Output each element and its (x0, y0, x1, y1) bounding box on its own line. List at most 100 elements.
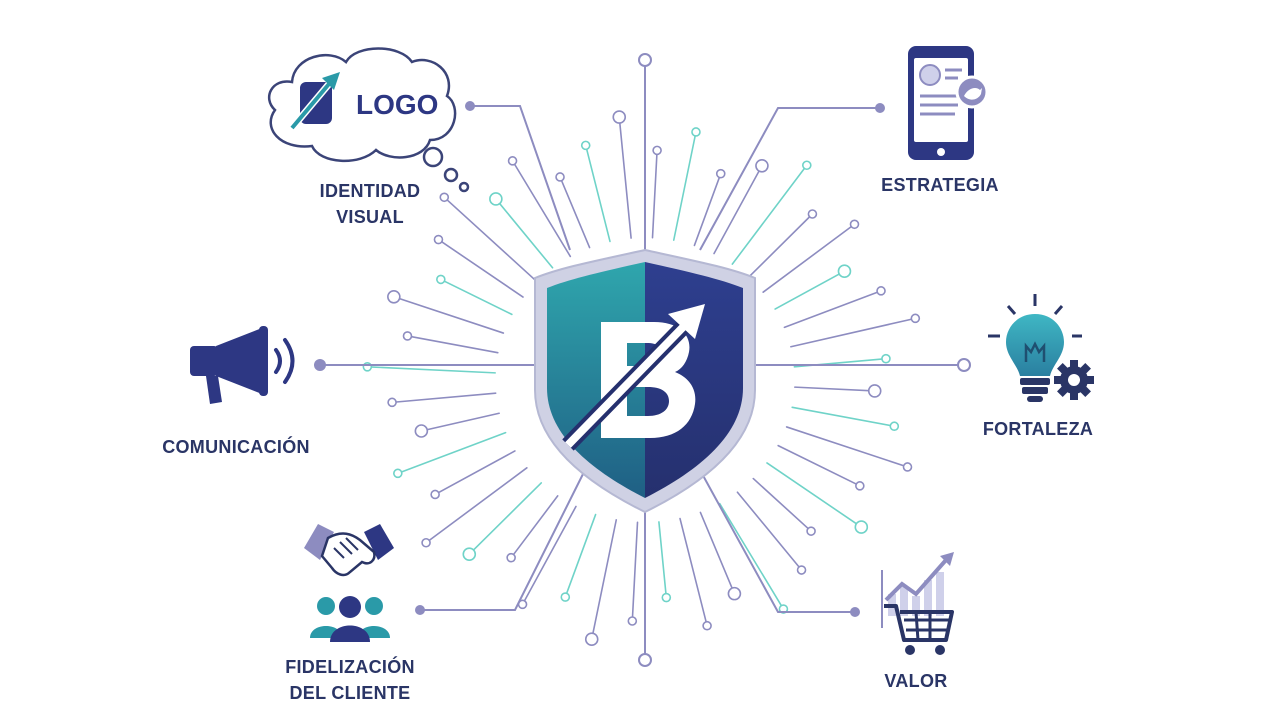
circuit-ray (590, 519, 618, 641)
circuit-ray (391, 392, 497, 404)
circuit-ray (790, 317, 917, 348)
label-fidelizacion: FIDELIZACIÓN DEL CLIENTE (250, 654, 450, 706)
people-group-icon (310, 596, 390, 642)
circuit-ray (747, 213, 814, 278)
circuit-node (421, 537, 431, 548)
circuit-node (755, 158, 769, 173)
circuit-ray (658, 521, 668, 599)
circuit-node (430, 489, 440, 500)
circuit-ray (791, 406, 896, 428)
circuit-node (627, 616, 638, 626)
circuit-ray (559, 176, 591, 249)
circuit-node (910, 313, 921, 324)
logo-text: LOGO (356, 89, 438, 120)
smartphone-profile-icon (908, 46, 989, 160)
circuit-node (876, 286, 886, 296)
b-monogram-icon (562, 304, 705, 451)
circuit-ray (713, 164, 763, 255)
circuit-node (807, 209, 818, 219)
growth-cart-icon (881, 552, 954, 655)
circuit-node (801, 160, 812, 171)
circuit-node (806, 526, 816, 536)
label-fortaleza: FORTALEZA (982, 419, 1094, 439)
circuit-ray (693, 172, 722, 247)
circuit-ray (468, 482, 543, 556)
circuit-ray (510, 495, 559, 559)
circuit-node (580, 140, 591, 151)
circuit-node (881, 353, 891, 364)
megaphone-icon (190, 326, 295, 404)
circuit-ray (434, 450, 516, 496)
circuit-node (702, 620, 712, 631)
circuit-ray (752, 477, 812, 532)
connector-estrategia (699, 107, 880, 251)
circuit-ray (718, 502, 785, 610)
connector-valor (699, 469, 855, 613)
circuit-ray (783, 290, 882, 329)
circuit-node (889, 421, 900, 432)
circuit-ray (699, 511, 736, 595)
thought-bubble-logo-icon: LOGO (268, 47, 470, 193)
circuit-ray (564, 513, 597, 598)
label-identidad-line2: VISUAL (336, 207, 404, 227)
mini-b-logo-icon (289, 72, 340, 131)
circuit-node (849, 219, 860, 230)
circuit-ray (762, 223, 856, 293)
circuit-ray (420, 412, 500, 432)
circuit-node (855, 481, 865, 491)
circuit-ray (631, 521, 639, 622)
circuit-ray (774, 270, 846, 310)
circuit-node (436, 274, 446, 285)
shield-right-half (645, 262, 743, 498)
circuit-node (439, 192, 450, 203)
circuit-ray (425, 467, 528, 544)
circuit-node (507, 156, 518, 166)
circuit-node (612, 110, 627, 124)
circuit-node (902, 462, 913, 472)
circuit-ray (495, 198, 554, 269)
circuit-node (715, 168, 726, 179)
circuit-node (560, 592, 571, 602)
circuit-rays (362, 53, 921, 667)
circuit-ray (437, 238, 524, 298)
circuit-node (867, 384, 882, 398)
circuit-ray (521, 505, 577, 606)
circuit-node (691, 127, 701, 137)
label-identidad-visual: IDENTIDAD VISUAL (270, 178, 470, 230)
circuit-node (393, 468, 403, 479)
circuit-ray (511, 160, 572, 258)
circuit-ray (785, 426, 909, 468)
circuit-node (402, 331, 413, 341)
circuit-node (506, 552, 516, 563)
connector-lines (320, 105, 964, 613)
connector-fidelizacion (420, 469, 586, 611)
circuit-ray (766, 462, 863, 528)
circuit-node (638, 653, 652, 667)
handshake-icon (304, 524, 394, 577)
circuit-node (414, 424, 429, 438)
circuit-ray (672, 131, 697, 241)
circuit-node (387, 397, 397, 408)
circuit-ray (397, 431, 507, 475)
circuit-ray (443, 196, 538, 283)
connector-identidad (470, 105, 571, 251)
circuit-ray (440, 278, 513, 316)
circuit-ray (794, 386, 876, 392)
label-valor: VALOR (884, 671, 948, 691)
circuit-ray (393, 295, 505, 334)
circuit-ray (584, 144, 611, 243)
circuit-ray (618, 116, 632, 239)
circuit-node (796, 565, 807, 575)
circuit-node (661, 592, 672, 603)
label-comunicacion: COMUNICACIÓN (162, 437, 310, 457)
label-fidelizacion-line2: DEL CLIENTE (289, 683, 411, 703)
circuit-ray (651, 149, 658, 239)
circuit-node (727, 586, 742, 601)
circuit-ray (777, 444, 861, 487)
connector-endpoints (314, 101, 971, 617)
lightbulb-gear-icon (988, 294, 1094, 402)
shield-emblem (534, 248, 756, 514)
circuit-node (854, 520, 869, 534)
circuit-node (462, 547, 477, 562)
